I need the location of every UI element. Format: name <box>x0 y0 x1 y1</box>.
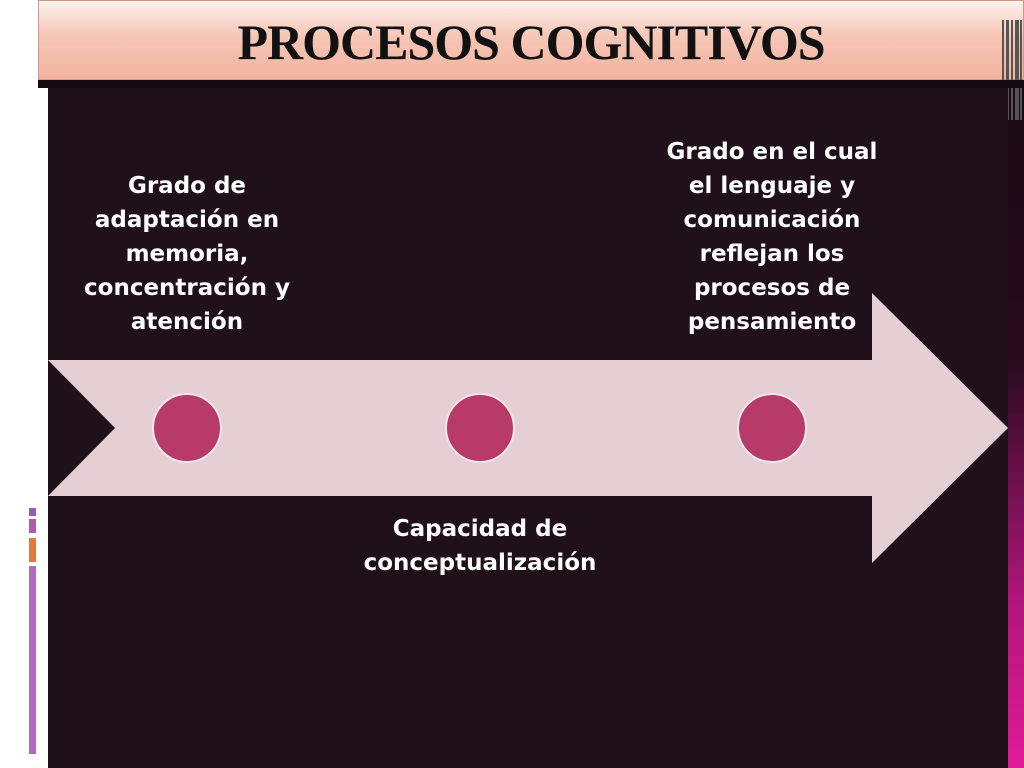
left-deco-bar-1 <box>29 508 36 516</box>
left-deco-bar-2 <box>29 519 36 533</box>
node-circle-2 <box>445 393 515 463</box>
timeline-arrow <box>48 293 1008 563</box>
title-banner <box>38 0 1024 80</box>
node-label-1: Grado de adaptación en memoria, concentr… <box>84 173 290 335</box>
node-label-3: Grado en el cual el lenguaje y comunicac… <box>666 139 878 335</box>
panel-top-shadow <box>38 80 1024 88</box>
decorative-bars-top <box>1000 20 1022 120</box>
slide-title: PROCESOS COGNITIVOS <box>237 14 825 70</box>
node-label-2: Capacidad de conceptualización <box>363 516 597 576</box>
right-decorative-strip <box>1008 88 1024 768</box>
node-circle-3 <box>737 393 807 463</box>
left-deco-bar-4 <box>29 566 36 754</box>
left-deco-bar-3 <box>29 538 36 562</box>
node-circle-1 <box>152 393 222 463</box>
